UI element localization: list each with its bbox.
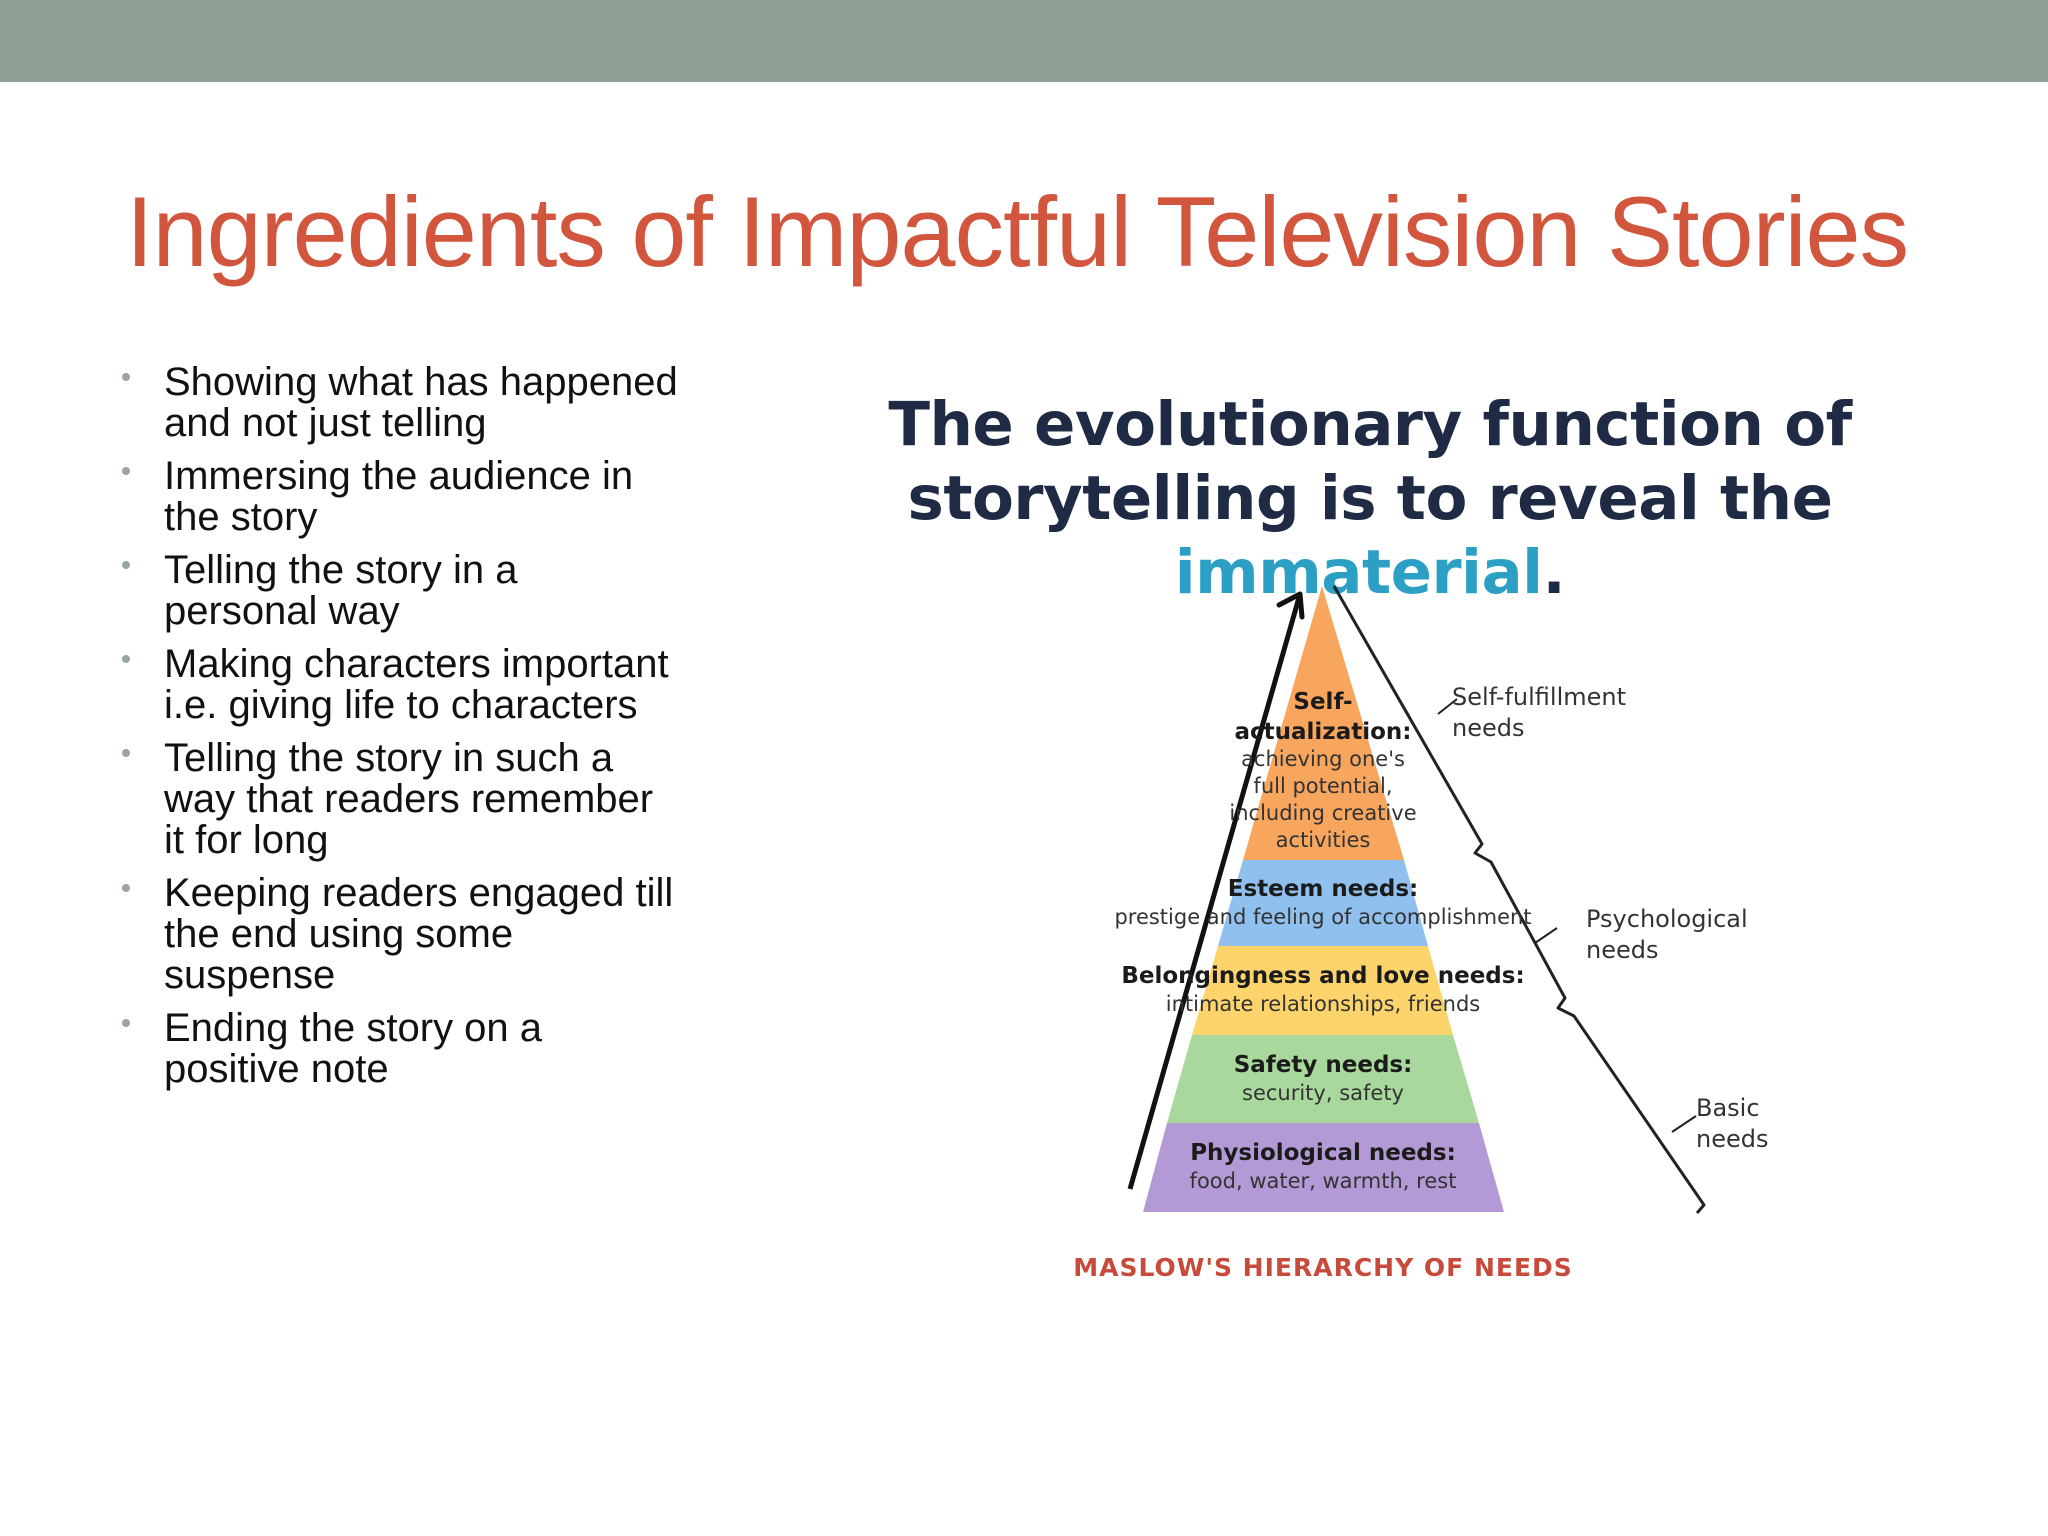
level-safety-detail: security, safety — [1242, 1081, 1404, 1105]
bullet-text: Telling the story in such a way that rea… — [164, 736, 654, 862]
slide-title: Ingredients of Impactful Television Stor… — [126, 176, 1909, 287]
level-self-actualization-detail-4: activities — [1276, 828, 1371, 852]
bullet-marker — [122, 561, 130, 569]
bullet-item: Telling the story in a personal way — [122, 550, 682, 632]
self-fulfillment-tick — [1437, 698, 1458, 715]
headline-line-2: storytelling is to reveal the — [907, 463, 1833, 534]
pyramid-level-self-actualization — [1243, 586, 1404, 860]
self-fulfillment-label-2: needs — [1452, 714, 1524, 742]
level-esteem-detail: prestige and feeling of accomplishment — [1114, 905, 1531, 929]
basic-needs-label-2: needs — [1696, 1125, 1768, 1153]
bullet-text: Immersing the audience in the story — [164, 454, 634, 539]
self-fulfillment-label-1: Self-fulfillment — [1452, 683, 1626, 711]
infographic-headline: The evolutionary function of storytellin… — [740, 388, 2000, 610]
bullet-item: Keeping readers engaged till the end usi… — [122, 873, 682, 996]
level-self-actualization-detail-3: including creative — [1229, 801, 1416, 825]
pyramid-level-esteem — [1218, 860, 1428, 946]
bullet-item: Immersing the audience in the story — [122, 456, 682, 538]
basic-needs-tick — [1671, 1115, 1697, 1133]
level-safety-title: Safety needs: — [1234, 1052, 1413, 1078]
basic-needs-label-1: Basic — [1696, 1094, 1760, 1122]
pyramid-level-physiological — [1143, 1123, 1504, 1212]
psychological-tick — [1534, 927, 1558, 944]
top-band — [0, 0, 2048, 82]
pyramid-level-safety — [1167, 1035, 1479, 1123]
growth-arrow-head — [1276, 591, 1305, 620]
level-self-actualization-detail-2: full potential, — [1253, 774, 1392, 798]
bullet-marker — [122, 749, 130, 757]
psychological-label-2: needs — [1586, 936, 1658, 964]
bullet-marker — [122, 373, 130, 381]
level-physiological-title: Physiological needs: — [1190, 1140, 1456, 1166]
bullet-item: Showing what has happened and not just t… — [122, 362, 682, 444]
level-self-actualization-title-2: actualization: — [1235, 719, 1412, 745]
bullet-text: Making characters important i.e. giving … — [164, 642, 669, 727]
bullet-text: Ending the story on a positive note — [164, 1006, 543, 1091]
bullet-item: Ending the story on a positive note — [122, 1008, 682, 1090]
level-physiological-detail: food, water, warmth, rest — [1190, 1169, 1457, 1193]
level-belongingness-title: Belongingness and love needs: — [1121, 963, 1524, 989]
bullet-item: Telling the story in such a way that rea… — [122, 738, 682, 861]
infographic-caption: MASLOW'S HIERARCHY OF NEEDS — [1073, 1253, 1573, 1282]
bullet-text: Keeping readers engaged till the end usi… — [164, 871, 674, 997]
headline-accent: immaterial — [1174, 537, 1543, 608]
headline-line-1: The evolutionary function of — [888, 389, 1852, 460]
maslow-infographic: The evolutionary function of storytellin… — [740, 372, 2000, 1342]
bullet-marker — [122, 884, 130, 892]
level-esteem-title: Esteem needs: — [1228, 876, 1419, 902]
bullet-marker — [122, 1019, 130, 1027]
bullet-text: Showing what has happened and not just t… — [164, 360, 678, 445]
pyramid-diagram: Self- actualization: achieving one's ful… — [1073, 585, 1768, 1282]
headline-period: . — [1542, 537, 1566, 608]
bullet-marker — [122, 467, 130, 475]
level-self-actualization-title-1: Self- — [1293, 689, 1352, 715]
bullet-text: Telling the story in a personal way — [164, 548, 518, 633]
growth-arrow-line — [1127, 593, 1303, 1190]
pyramid-level-belongingness — [1192, 946, 1453, 1035]
level-self-actualization-detail-1: achieving one's — [1241, 747, 1405, 771]
bullet-item: Making characters important i.e. giving … — [122, 644, 682, 726]
bullet-marker — [122, 655, 130, 663]
psychological-label-1: Psychological — [1586, 905, 1748, 933]
pyramid-outline — [1332, 585, 1706, 1214]
level-belongingness-detail: intimate relationships, friends — [1166, 992, 1480, 1016]
bullet-list: Showing what has happened and not just t… — [122, 362, 682, 1102]
